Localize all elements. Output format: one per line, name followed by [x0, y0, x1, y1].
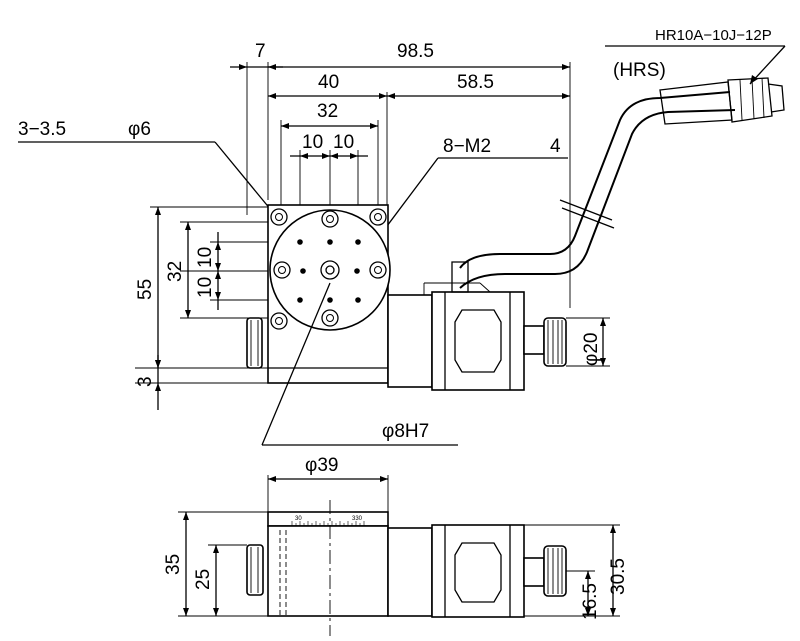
- motor-coupling: [387, 294, 433, 388]
- dim-25: 25: [193, 569, 214, 590]
- label-dim-4: 4: [550, 136, 561, 157]
- dim-7: 7: [255, 41, 266, 62]
- dim-32-top: 32: [317, 101, 338, 122]
- scale-30: 30: [295, 516, 302, 522]
- front-motor-coupling: [387, 527, 433, 617]
- end-shaft: [523, 325, 545, 355]
- dim-phi39: φ39: [305, 455, 338, 476]
- dim-phi20: φ20: [581, 333, 602, 366]
- dim-16-5: 16.5: [580, 583, 601, 620]
- top-view: 7 98.5 40 58.5 32 10 10 3−3.5 φ6 8−M2 4 …: [18, 27, 786, 446]
- rotary-table: [269, 209, 391, 331]
- front-left-knob: [246, 544, 264, 596]
- label-phi6: φ6: [128, 119, 151, 140]
- dim-3: 3: [135, 376, 156, 387]
- dim-10-left-a: 10: [195, 247, 216, 268]
- label-phi8h7: φ8H7: [382, 421, 429, 442]
- dim-32-left: 32: [165, 261, 186, 282]
- motor-body: [431, 291, 525, 391]
- scale-330: 330: [352, 516, 363, 522]
- left-knob: [246, 317, 263, 369]
- front-view: φ39 30 330: [163, 455, 629, 636]
- label-8-m2: 8−M2: [443, 136, 491, 157]
- dim-10-top-a: 10: [302, 132, 323, 153]
- front-end-shaft: [523, 557, 545, 587]
- front-end-knob: [543, 545, 567, 597]
- cable: [451, 77, 785, 293]
- dim-98-5: 98.5: [397, 41, 434, 62]
- m2-holes: [297, 239, 361, 303]
- end-knob: [543, 317, 567, 367]
- corner-holes: [270, 208, 387, 330]
- dim-35: 35: [163, 554, 184, 575]
- dim-58-5: 58.5: [457, 72, 494, 93]
- label-holes-3-3-5: 3−3.5: [18, 119, 66, 140]
- label-connector: HR10A−10J−12P: [655, 27, 772, 44]
- scale-ticks: [291, 521, 365, 526]
- dim-30-5: 30.5: [608, 558, 629, 595]
- dim-40: 40: [318, 72, 339, 93]
- dim-55: 55: [135, 279, 156, 300]
- dim-10-top-b: 10: [333, 132, 354, 153]
- dim-10-left-b: 10: [195, 277, 216, 298]
- label-hrs: (HRS): [613, 60, 666, 81]
